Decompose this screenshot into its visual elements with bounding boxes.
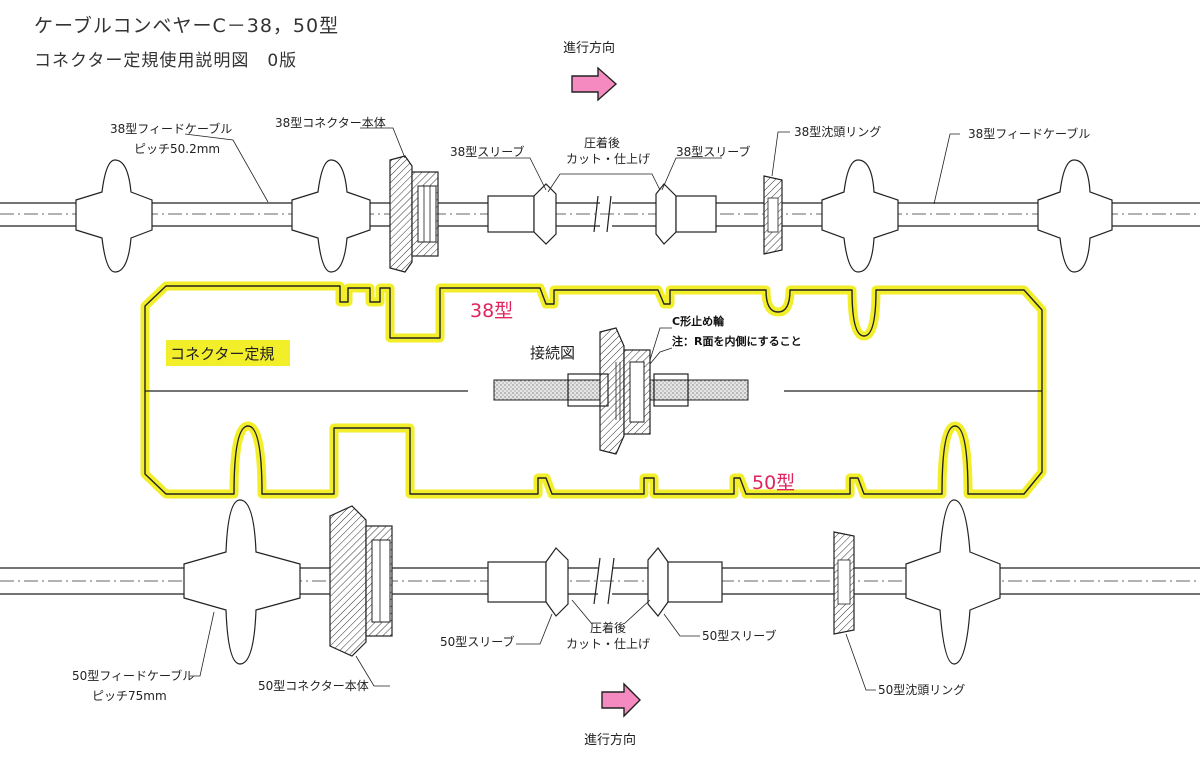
title-line-1: ケーブルコンベヤーC－38，50型 xyxy=(34,14,339,37)
sleeve-38-left xyxy=(487,183,557,245)
direction-label-bottom: 進行方向 xyxy=(584,732,636,748)
label-c-ring: C形止め輪 xyxy=(672,314,725,328)
label-50-type: 50型 xyxy=(752,472,795,494)
cable-ball-38-4 xyxy=(1037,159,1113,273)
sleeve-50-left xyxy=(487,547,569,617)
cable-ball-38-3 xyxy=(821,159,899,273)
sleeve-38-right xyxy=(655,183,717,245)
cable-ball-50-1 xyxy=(183,499,301,665)
label-crimp-50-line1: 圧着後 xyxy=(590,620,626,635)
label-sleeve-50-left: 50型スリーブ xyxy=(440,634,515,649)
title-line-2: コネクター定規使用説明図 0版 xyxy=(34,50,297,71)
label-countersunk-ring-50: 50型沈頭リング xyxy=(878,682,965,697)
label-connector-body-38: 38型コネクター本体 xyxy=(275,116,386,130)
label-crimp-38-line1: 圧着後 xyxy=(584,135,620,150)
label-countersunk-ring-38: 38型沈頭リング xyxy=(794,124,881,139)
label-sleeve-38-right: 38型スリーブ xyxy=(676,144,751,159)
cable-38-assembly xyxy=(0,155,1200,273)
label-crimp-38-line2: カット・仕上げ xyxy=(566,152,650,166)
cable-ball-38-1 xyxy=(75,159,153,273)
label-pitch-50: ピッチ75mm xyxy=(92,689,167,703)
label-crimp-50-line2: カット・仕上げ xyxy=(566,637,650,651)
cable-50-assembly xyxy=(0,499,1200,665)
bottom-leaders xyxy=(190,599,876,691)
label-connector-body-50: 50型コネクター本体 xyxy=(258,679,369,693)
label-sleeve-38-left: 38型スリーブ xyxy=(450,144,525,159)
label-pitch-38: ピッチ50.2mm xyxy=(134,142,220,156)
connector-body-50 xyxy=(329,505,393,657)
label-sleeve-50-right: 50型スリーブ xyxy=(702,628,777,643)
direction-arrow-top xyxy=(571,66,618,102)
direction-arrow-bottom xyxy=(601,682,641,718)
countersunk-ring-50 xyxy=(833,531,855,635)
cable-ball-50-2 xyxy=(905,499,1001,665)
top-leaders xyxy=(184,127,960,205)
connector-body-38 xyxy=(389,155,439,273)
direction-label-top: 進行方向 xyxy=(563,40,615,56)
sleeve-50-right xyxy=(647,547,723,617)
label-feed-cable-38-left: 38型フィードケーブル xyxy=(110,121,232,136)
label-connection-diagram: 接続図 xyxy=(530,344,575,362)
label-38-type: 38型 xyxy=(470,300,513,322)
label-note: 注：R面を内側にすること xyxy=(672,334,802,348)
label-feed-cable-38-right: 38型フィードケーブル xyxy=(968,126,1090,141)
gauge-name: コネクター定規 xyxy=(170,345,274,363)
countersunk-ring-38 xyxy=(763,175,783,255)
gauge-name-highlight xyxy=(166,340,290,366)
cable-ball-38-2 xyxy=(291,159,371,273)
label-feed-cable-50: 50型フィードケーブル xyxy=(72,668,194,683)
connection-diagram xyxy=(493,327,749,455)
